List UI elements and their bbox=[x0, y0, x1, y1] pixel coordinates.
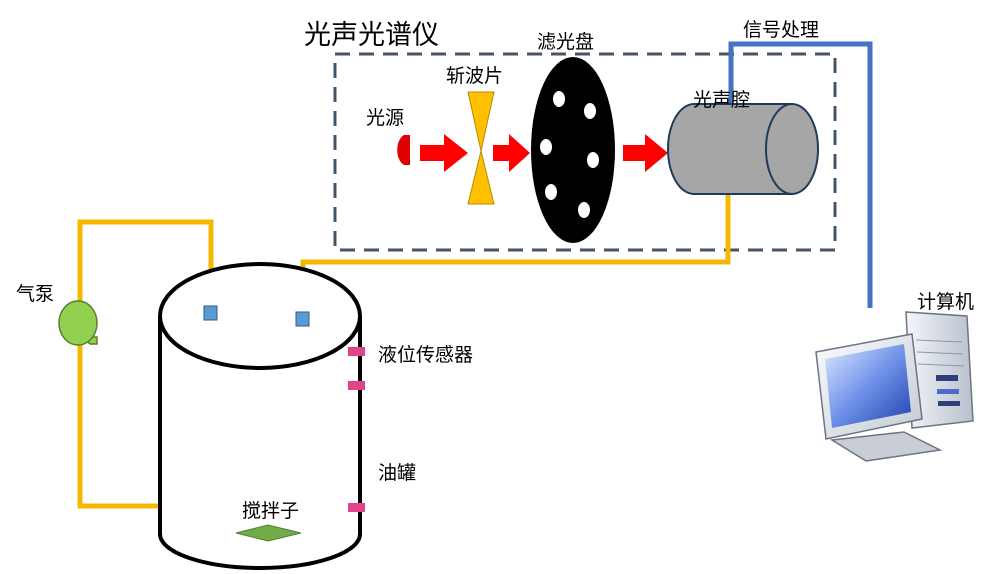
desktop-computer-icon bbox=[815, 311, 974, 462]
pa-cell-label: 光声腔 bbox=[693, 89, 750, 111]
light-source bbox=[397, 135, 410, 165]
level-sensor-lower bbox=[348, 381, 365, 390]
computer-label: 计算机 bbox=[917, 291, 974, 313]
level-sensor-label: 液位传感器 bbox=[378, 344, 473, 366]
instrument-boundary bbox=[333, 52, 837, 252]
pa-cell bbox=[667, 103, 819, 195]
oil-tank bbox=[158, 262, 362, 570]
tank-port-inlet bbox=[295, 311, 310, 327]
filter-disc bbox=[531, 57, 615, 243]
signal-processing-label: 信号处理 bbox=[743, 19, 819, 41]
filter-disc-label: 滤光盘 bbox=[537, 31, 594, 53]
level-sensor-bottom bbox=[348, 503, 365, 512]
light-source-label: 光源 bbox=[366, 107, 404, 129]
oil-tank-body bbox=[158, 316, 362, 570]
gas-line-pump-inlet bbox=[77, 344, 160, 509]
oil-tank-label: 油罐 bbox=[378, 462, 416, 484]
level-sensor-upper bbox=[348, 347, 365, 356]
chopper bbox=[467, 91, 495, 205]
signal-line bbox=[728, 41, 873, 308]
instrument-label: 光声光谱仪 bbox=[304, 20, 439, 51]
stirrer bbox=[235, 524, 302, 542]
computer-base bbox=[829, 431, 943, 462]
air-pump-label: 气泵 bbox=[16, 283, 54, 305]
oil-tank-top bbox=[158, 262, 362, 370]
stirrer-label: 搅拌子 bbox=[242, 500, 299, 522]
computer-screen bbox=[825, 344, 911, 428]
chopper-label: 斩波片 bbox=[446, 65, 503, 87]
air-pump-icon bbox=[58, 300, 98, 346]
beam-arrow-3 bbox=[623, 134, 668, 172]
tank-port-outlet bbox=[203, 305, 218, 321]
beam-arrow-1 bbox=[420, 134, 468, 172]
beam-arrow-2 bbox=[493, 134, 530, 172]
gas-line-pump-outlet bbox=[77, 219, 214, 308]
